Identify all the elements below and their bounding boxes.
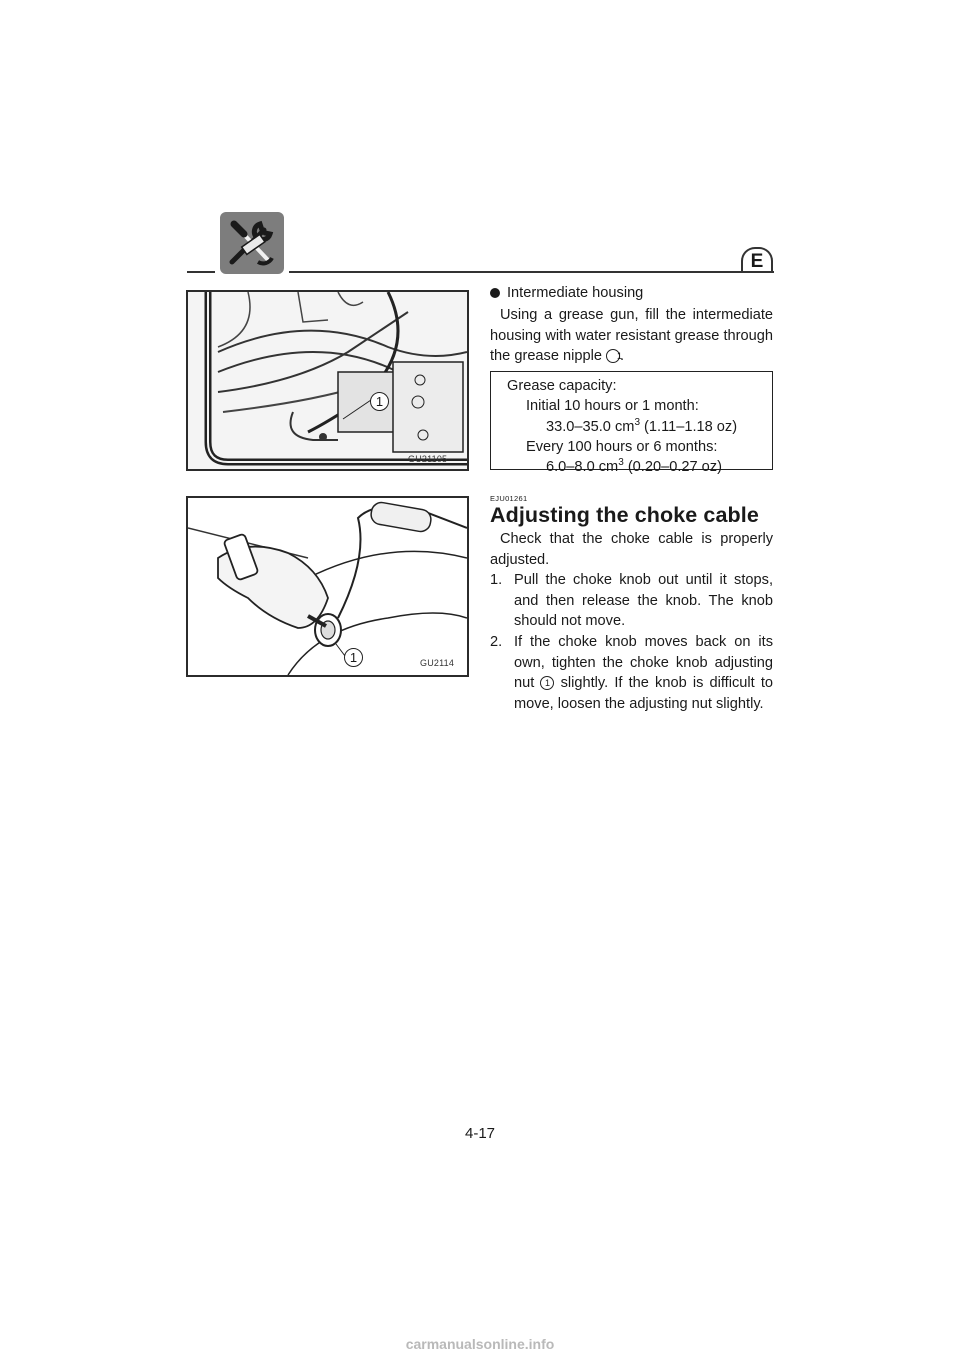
intermediate-housing-illustration xyxy=(188,292,467,469)
step-2-number: 2. xyxy=(490,634,503,650)
grease-every-value: 6.0–8.0 cm3 (0.20–0.27 oz) xyxy=(546,457,722,476)
bullet-dot-icon xyxy=(490,288,500,298)
figure-choke-knob: 1 GU2114 xyxy=(186,496,469,677)
intermediate-paragraph: Using a grease gun, fill the intermediat… xyxy=(490,305,773,367)
header-rule-right xyxy=(289,271,774,273)
intermediate-text: Using a grease gun, fill the intermediat… xyxy=(490,307,773,365)
grease-initial-value: 33.0–35.0 cm3 (1.11–1.18 oz) xyxy=(546,416,738,435)
bullet-intermediate-housing: Intermediate housing xyxy=(490,285,643,301)
intermediate-text-end: . xyxy=(620,348,625,365)
choke-knob-illustration xyxy=(188,498,467,675)
callout-1-icon: 1 xyxy=(540,676,555,691)
figure1-code: GU21105 xyxy=(408,454,448,464)
step-1-number: 1. xyxy=(490,572,503,588)
grease-every-label: Every 100 hours or 6 months: xyxy=(526,438,718,455)
language-badge: E xyxy=(741,247,773,273)
watermark: carmanualsonline.info xyxy=(405,1336,555,1352)
figure-intermediate-housing: 1 GU21105 xyxy=(186,290,469,471)
step-2-text: If the choke knob moves back on its own,… xyxy=(514,634,774,712)
section-title: Adjusting the choke cable xyxy=(490,503,759,527)
figure1-callout: 1 xyxy=(370,392,389,411)
figure2-callout: 1 xyxy=(344,648,363,667)
step-1: 1. Pull the choke knob out until it stop… xyxy=(490,570,773,632)
page-number: 4-17 xyxy=(464,1125,496,1142)
header-rule-left xyxy=(187,271,215,273)
step-1-text: Pull the choke knob out until it stops, … xyxy=(514,572,773,630)
callout-1-icon: 1 xyxy=(606,349,622,364)
bullet-label: Intermediate housing xyxy=(507,285,644,301)
step-2: 2. If the choke knob moves back on its o… xyxy=(490,632,773,714)
figure2-code: GU2114 xyxy=(420,658,455,668)
maintenance-tools-icon xyxy=(220,212,284,274)
section-intro: Check that the choke cable is properly a… xyxy=(490,531,773,568)
section-ref-code: EJU01261 xyxy=(490,494,528,503)
grease-capacity-title: Grease capacity: xyxy=(507,378,617,394)
grease-capacity-box: Grease capacity: Initial 10 hours or 1 m… xyxy=(490,371,773,475)
grease-initial-label: Initial 10 hours or 1 month: xyxy=(526,398,699,415)
